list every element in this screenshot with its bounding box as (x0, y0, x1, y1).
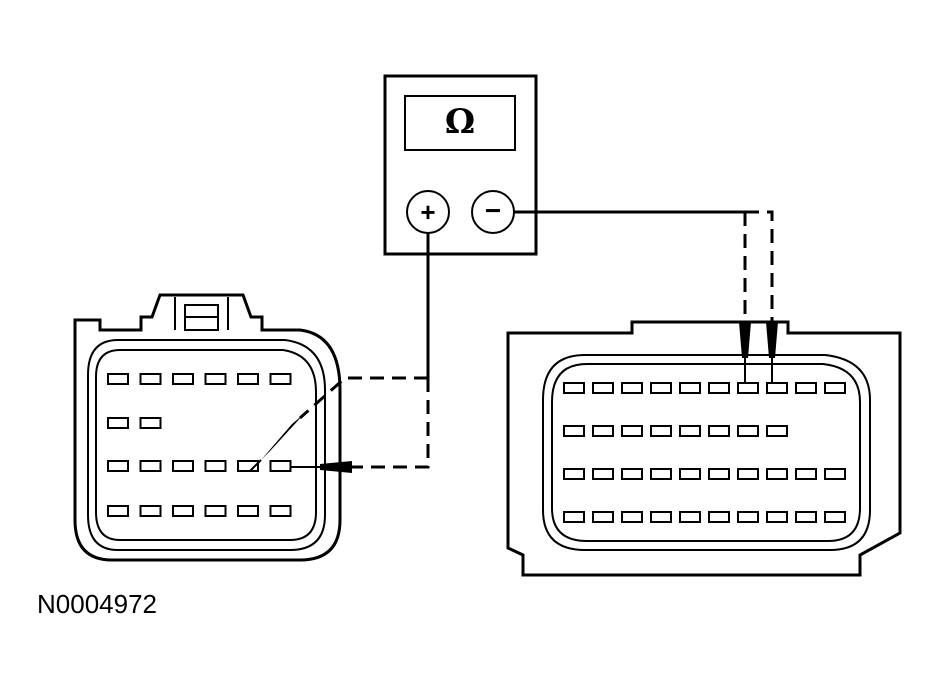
pin-cavity (708, 511, 730, 523)
left-connector-face-outer (87, 339, 326, 551)
pin-cavity (563, 511, 585, 523)
positive-lead-lower-dashed (352, 378, 430, 469)
ohmmeter (383, 74, 538, 256)
left-connector (73, 293, 342, 562)
pin-cavity (237, 460, 259, 472)
negative-lead (514, 210, 774, 324)
pin-cavity (139, 373, 162, 385)
pin-cavity (737, 382, 759, 394)
pin-cavity (107, 417, 129, 429)
pin-cavity (679, 382, 701, 394)
pin-cavity (737, 511, 759, 523)
left-connector-pins (107, 373, 292, 517)
right-connector (506, 320, 902, 577)
left-connector-face-inner (95, 349, 317, 541)
positive-lead (299, 233, 430, 469)
positive-lead-upper-dashed (299, 376, 428, 420)
pin-cavity (679, 511, 701, 523)
pin-cavity (107, 460, 129, 472)
pin-cavity (269, 505, 292, 517)
pin-cavity (737, 468, 759, 480)
pin-cavity (107, 505, 129, 517)
pin-cavity (708, 425, 730, 437)
pin-cavity (269, 373, 292, 385)
pin-cavity (204, 505, 227, 517)
negative-probe-a (739, 322, 751, 383)
left-connector-shell (73, 293, 342, 562)
negative-probe-b (766, 322, 778, 383)
pin-cavity (621, 468, 643, 480)
ohmmeter-display (404, 95, 516, 151)
pin-cavity (766, 425, 788, 437)
pin-cavity (139, 417, 162, 429)
pin-cavity (621, 425, 643, 437)
pin-cavity (563, 382, 585, 394)
pin-cavity (592, 511, 614, 523)
pin-cavity (650, 425, 672, 437)
positive-terminal-label: + (420, 197, 436, 227)
negative-terminal-label: − (484, 195, 502, 226)
pin-cavity (650, 511, 672, 523)
figure-id: N0004972 (37, 589, 157, 619)
pin-cavity (795, 511, 817, 523)
pin-cavity (172, 460, 194, 472)
pin-cavity (679, 468, 701, 480)
pin-cavity (172, 505, 194, 517)
pin-cavity (766, 511, 788, 523)
pin-cavity (824, 468, 846, 480)
pin-cavity (237, 505, 259, 517)
right-connector-face-inner (551, 363, 861, 542)
pin-cavity (621, 511, 643, 523)
pin-cavity (650, 468, 672, 480)
pin-cavity (679, 425, 701, 437)
positive-probe-lower (290, 461, 352, 473)
pin-cavity (824, 511, 846, 523)
pin-cavity (107, 373, 129, 385)
pin-cavity (650, 382, 672, 394)
pin-cavity (621, 382, 643, 394)
pin-cavity (737, 425, 759, 437)
pin-cavity (592, 382, 614, 394)
pin-cavity (824, 382, 846, 394)
pin-cavity (237, 373, 259, 385)
right-connector-pins (563, 382, 846, 523)
pin-cavity (204, 460, 227, 472)
pin-cavity (766, 468, 788, 480)
pin-cavity (592, 425, 614, 437)
pin-cavity (592, 468, 614, 480)
ohm-symbol: Ω (444, 102, 476, 142)
right-connector-face-outer (542, 354, 871, 551)
pin-cavity (708, 382, 730, 394)
negative-lead-dashed-b (745, 210, 774, 322)
positive-probe-upper (249, 414, 304, 472)
pin-cavity (563, 468, 585, 480)
pin-cavity (795, 468, 817, 480)
pin-cavity (204, 373, 227, 385)
pin-cavity (708, 468, 730, 480)
pin-cavity (269, 460, 292, 472)
pin-cavity (139, 505, 162, 517)
pin-cavity (139, 460, 162, 472)
left-connector-latch (174, 297, 229, 331)
pin-cavity (766, 382, 788, 394)
pin-cavity (795, 382, 817, 394)
pin-cavity (563, 425, 585, 437)
pin-cavity (172, 373, 194, 385)
